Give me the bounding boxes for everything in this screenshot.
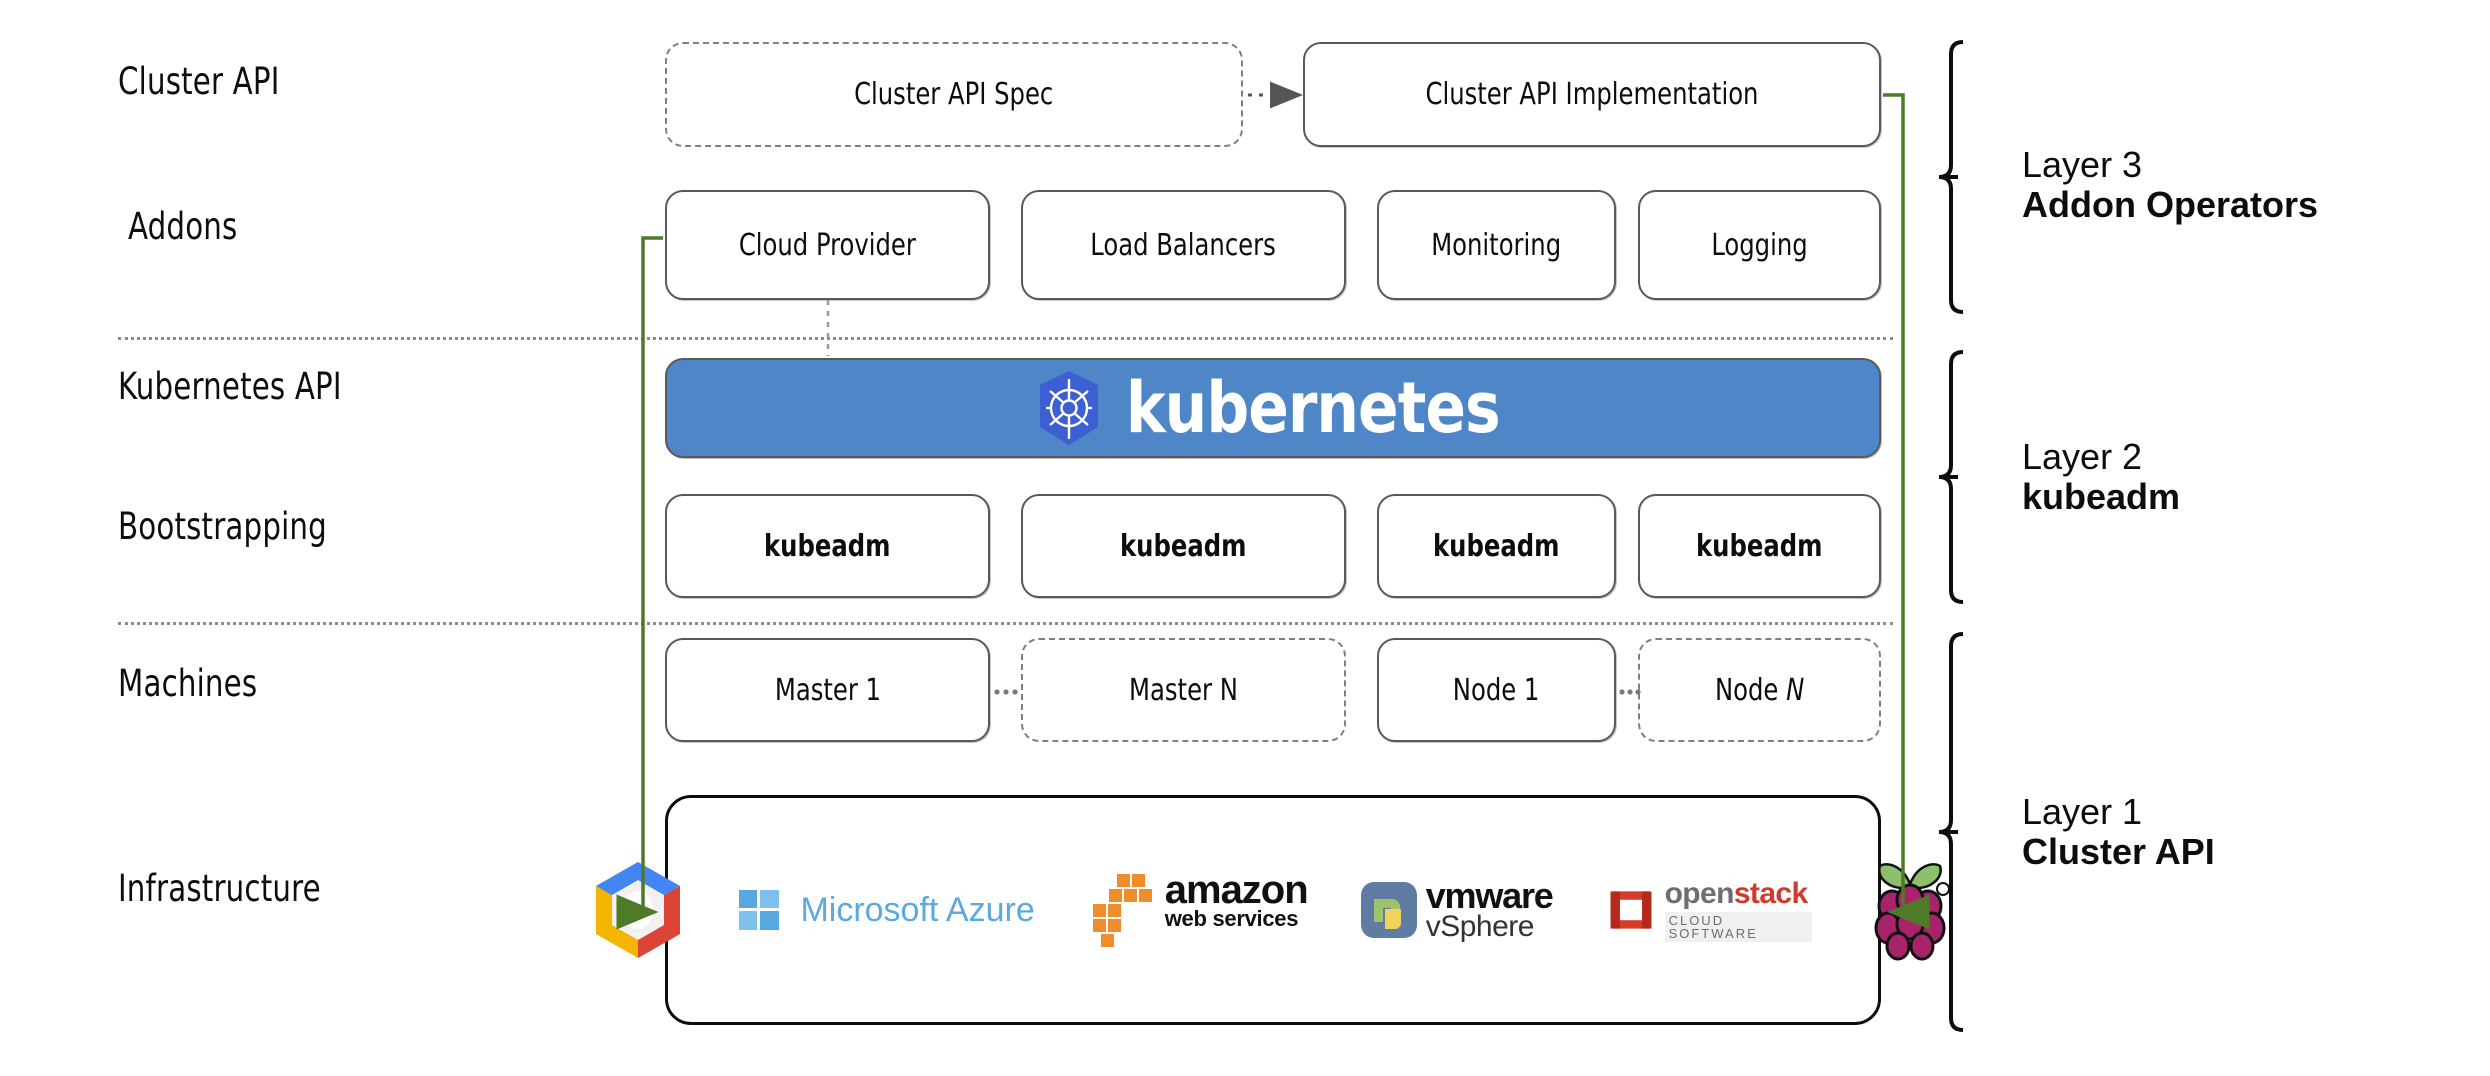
layer-3-name: Addon Operators [2022,184,2319,226]
kubernetes-wordmark: kubernetes [1126,367,1501,449]
box-label: Node 1 [1453,672,1540,708]
kubernetes-bar[interactable]: kubernetes [665,358,1881,458]
vmware-vsphere-logo-icon: vmware vSphere [1360,874,1554,943]
box-node-n[interactable]: Node N [1638,638,1881,742]
box-label: kubeadm [1696,528,1823,564]
box-label: Master N [1129,672,1238,708]
brace-layer-1 [1938,632,1964,1032]
machines-ellipsis-left [994,689,1018,695]
brace-layer-3 [1938,40,1964,314]
box-load-balancers[interactable]: Load Balancers [1021,190,1346,300]
row-label-infrastructure: Infrastructure [118,867,321,910]
box-kubeadm-4[interactable]: kubeadm [1638,494,1881,598]
layer-2-name: kubeadm [2022,476,2181,518]
box-label-italic: N [1785,672,1805,708]
row-label-cluster-api: Cluster API [118,60,280,103]
layer-2-number: Layer 2 [2022,436,2143,477]
openstack-tagline: CLOUD SOFTWARE [1664,911,1812,942]
microsoft-azure-logo-icon: Microsoft Azure [738,889,1035,931]
box-cloud-provider[interactable]: Cloud Provider [665,190,990,300]
box-master-1[interactable]: Master 1 [665,638,990,742]
layer-separator-bottom [118,622,1893,625]
raspberry-pi-logo-icon [1864,858,1956,962]
brace-layer-2 [1938,350,1964,604]
microsoft-azure-wordmark: Microsoft Azure [800,890,1035,929]
box-master-n[interactable]: Master N [1021,638,1346,742]
box-node-1[interactable]: Node 1 [1377,638,1616,742]
box-label: Load Balancers [1090,227,1277,263]
google-cloud-platform-logo-icon [590,858,686,962]
vmware-wordmark: vmware [1425,874,1554,916]
row-label-kubernetes-api: Kubernetes API [118,365,342,408]
amazon-wordmark: amazon [1164,868,1309,912]
web-services-wordmark: web services [1164,905,1299,931]
box-label: Node [1714,672,1786,708]
layer-label-3: Layer 3 Addon Operators [2022,144,2319,226]
box-label: kubeadm [1433,528,1560,564]
layer-1-name: Cluster API [2022,831,2215,873]
row-label-machines: Machines [118,662,258,705]
box-label: Cluster API Implementation [1425,77,1759,112]
box-label: Logging [1711,227,1808,263]
box-label: Monitoring [1431,227,1562,263]
kubernetes-logo-icon [1036,369,1102,447]
box-label: Cloud Provider [738,227,916,263]
amazon-web-services-logo-icon: amazon web services [1087,868,1309,948]
openstack-wordmark-stack: stack [1733,876,1808,910]
box-label: Cluster API Spec [854,77,1054,112]
box-label: Master 1 [774,672,881,708]
layer-label-1: Layer 1 Cluster API [2022,791,2215,873]
vsphere-wordmark: vSphere [1425,909,1535,943]
box-logging[interactable]: Logging [1638,190,1881,300]
box-label: kubeadm [1120,528,1247,564]
layer-separator-top [118,337,1893,340]
openstack-logo-icon: openstack CLOUD SOFTWARE [1605,876,1812,942]
box-cluster-api-implementation[interactable]: Cluster API Implementation [1303,42,1881,147]
row-label-addons: Addons [128,205,238,248]
openstack-wordmark-open: open [1664,876,1735,910]
box-label: kubeadm [764,528,891,564]
layer-label-2: Layer 2 kubeadm [2022,436,2181,518]
box-kubeadm-3[interactable]: kubeadm [1377,494,1616,598]
box-kubeadm-1[interactable]: kubeadm [665,494,990,598]
box-label-node-n: Node N [1715,673,1804,708]
infrastructure-box[interactable]: Microsoft Azure amazon web services [596,795,1950,1025]
layer-1-number: Layer 1 [2022,791,2143,832]
box-cluster-api-spec[interactable]: Cluster API Spec [665,42,1243,147]
row-label-bootstrapping: Bootstrapping [118,505,327,548]
box-kubeadm-2[interactable]: kubeadm [1021,494,1346,598]
green-connector-right [1883,93,1930,930]
layer-3-number: Layer 3 [2022,144,2143,185]
box-monitoring[interactable]: Monitoring [1377,190,1616,300]
